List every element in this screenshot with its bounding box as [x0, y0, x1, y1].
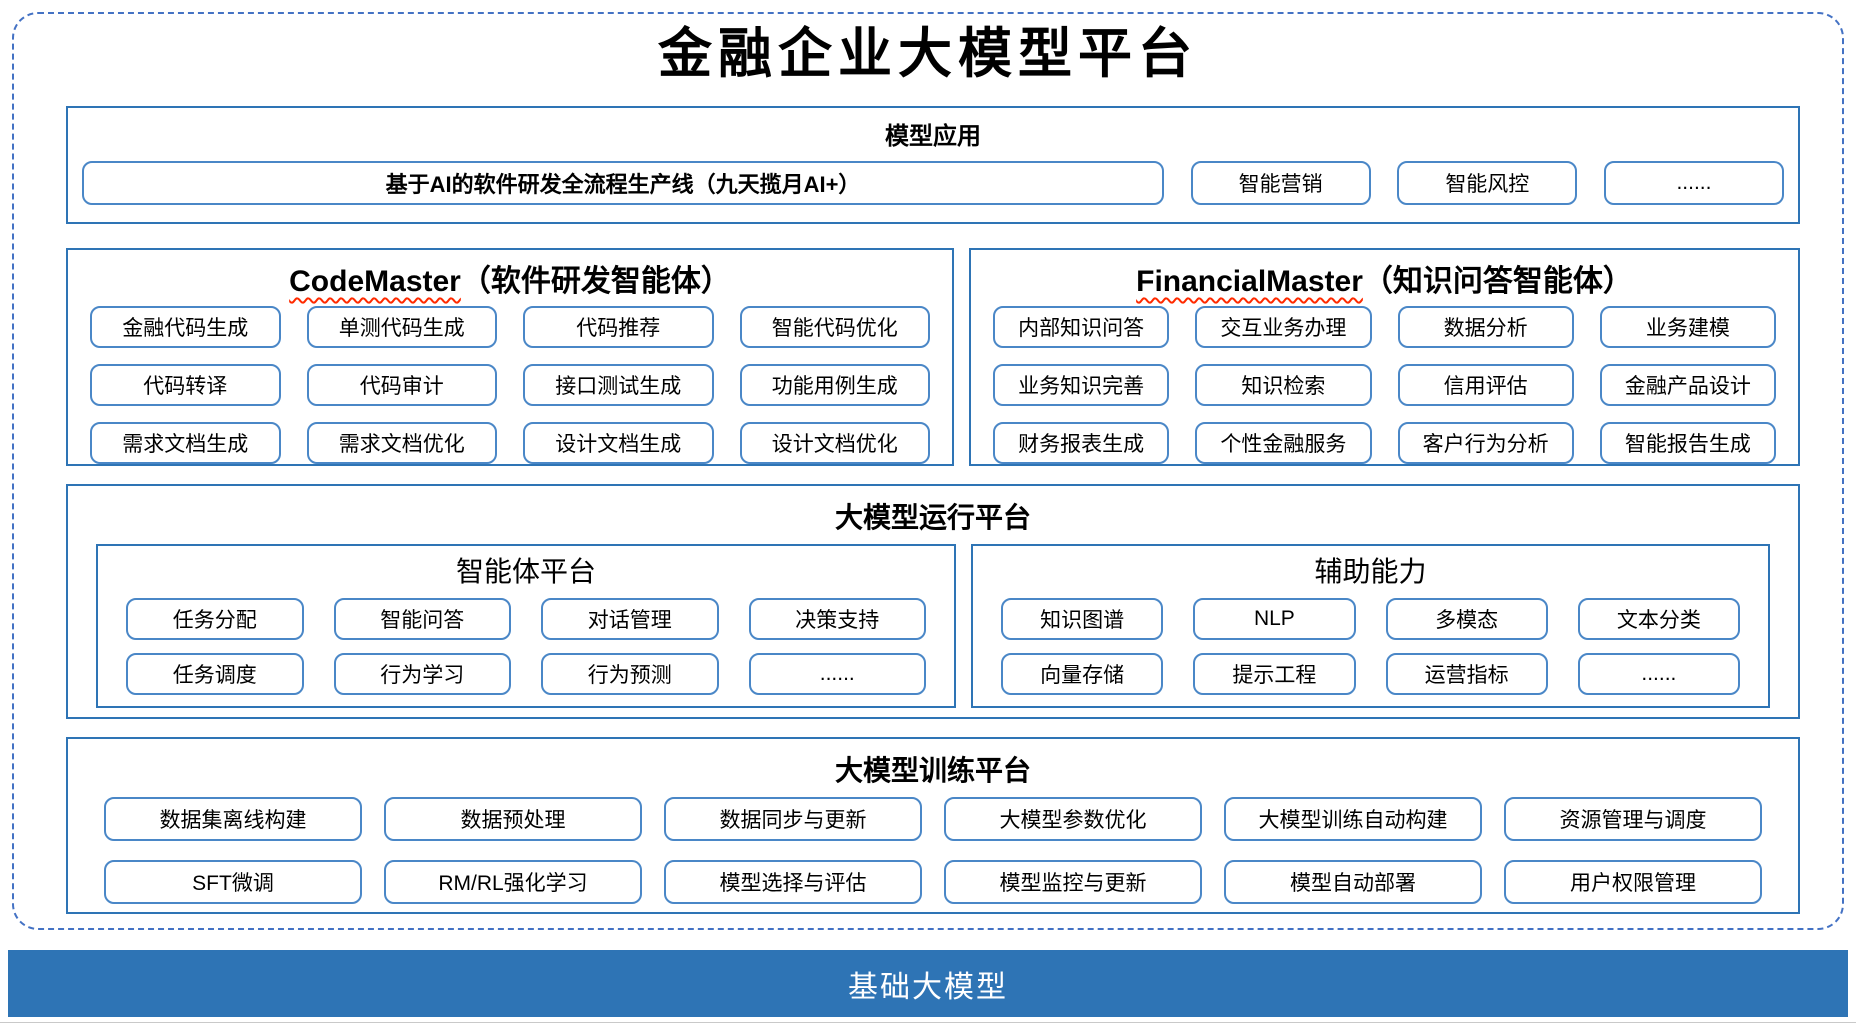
- codemaster-title: CodeMaster（软件研发智能体）: [68, 256, 952, 300]
- node-dialog-management: 对话管理: [541, 598, 719, 640]
- node-knowledge-retrieval: 知识检索: [1195, 364, 1372, 406]
- node-prompt-engineering: 提示工程: [1193, 653, 1356, 695]
- aux-ability-title: 辅助能力: [1314, 556, 1427, 587]
- node-data-preprocessing: 数据预处理: [384, 797, 642, 841]
- node-code-translation: 代码转译: [90, 364, 281, 406]
- node-design-doc-optimization: 设计文档优化: [739, 422, 930, 464]
- node-business-knowledge-improvement: 业务知识完善: [993, 364, 1170, 406]
- node-sft-finetune: SFT微调: [104, 860, 362, 904]
- node-requirement-doc-gen: 需求文档生成: [90, 422, 281, 464]
- agent-platform-box: 智能体平台 任务分配 智能问答 对话管理 决策支持 任务调度 行为学习 行为预测…: [96, 544, 956, 708]
- section-model-applications: 模型应用 基于AI的软件研发全流程生产线（九天揽月AI+） 智能营销 智能风控 …: [66, 106, 1800, 224]
- training-platform-title: 大模型训练平台: [834, 755, 1031, 786]
- model-applications-row: 基于AI的软件研发全流程生产线（九天揽月AI+） 智能营销 智能风控 .....…: [82, 161, 1784, 205]
- node-offline-dataset-build: 数据集离线构建: [104, 797, 362, 841]
- node-smart-risk-control: 智能风控: [1397, 161, 1578, 205]
- node-text-classification: 文本分类: [1577, 598, 1740, 640]
- node-smart-qa: 智能问答: [333, 598, 511, 640]
- node-smart-code-optimization: 智能代码优化: [739, 306, 930, 348]
- node-requirement-doc-optimization: 需求文档优化: [306, 422, 497, 464]
- section-codemaster: CodeMaster（软件研发智能体） 金融代码生成 单测代码生成 代码推荐 智…: [66, 248, 954, 466]
- agent-platform-grid: 任务分配 智能问答 对话管理 决策支持 任务调度 行为学习 行为预测 .....…: [98, 590, 954, 695]
- node-rm-rl-learning: RM/RL强化学习: [384, 860, 642, 904]
- section-model-applications-title: 模型应用: [885, 123, 981, 150]
- node-model-parameter-optimization: 大模型参数优化: [944, 797, 1202, 841]
- node-business-modeling: 业务建模: [1599, 306, 1776, 348]
- node-data-analysis: 数据分析: [1397, 306, 1574, 348]
- node-model-auto-deploy: 模型自动部署: [1224, 860, 1482, 904]
- financialmaster-title: FinancialMaster（知识问答智能体）: [971, 256, 1798, 300]
- node-data-sync-update: 数据同步与更新: [664, 797, 922, 841]
- node-api-test-gen: 接口测试生成: [523, 364, 714, 406]
- node-knowledge-graph: 知识图谱: [1001, 598, 1164, 640]
- financialmaster-title-zh: （知识问答智能体）: [1362, 265, 1633, 298]
- node-customer-behavior-analysis: 客户行为分析: [1397, 422, 1574, 464]
- node-vector-storage: 向量存储: [1001, 653, 1164, 695]
- codemaster-grid: 金融代码生成 单测代码生成 代码推荐 智能代码优化 代码转译 代码审计 接口测试…: [68, 300, 952, 464]
- base-model-label: 基础大模型: [848, 970, 1008, 1004]
- financialmaster-title-en: FinancialMaster: [1136, 265, 1363, 298]
- node-code-audit: 代码审计: [306, 364, 497, 406]
- base-model-bar: 基础大模型: [8, 950, 1848, 1017]
- node-agent-platform-more: ......: [748, 653, 926, 695]
- node-more-applications: ......: [1603, 161, 1784, 205]
- node-model-monitoring-update: 模型监控与更新: [944, 860, 1202, 904]
- node-behavior-prediction: 行为预测: [541, 653, 719, 695]
- node-user-permission-management: 用户权限管理: [1504, 860, 1762, 904]
- node-financial-product-design: 金融产品设计: [1599, 364, 1776, 406]
- aux-ability-grid: 知识图谱 NLP 多模态 文本分类 向量存储 提示工程 运营指标 ......: [973, 590, 1768, 695]
- node-behavior-learning: 行为学习: [333, 653, 511, 695]
- runtime-row: 智能体平台 任务分配 智能问答 对话管理 决策支持 任务调度 行为学习 行为预测…: [96, 544, 1770, 708]
- node-personal-finance-service: 个性金融服务: [1195, 422, 1372, 464]
- node-model-selection-evaluation: 模型选择与评估: [664, 860, 922, 904]
- section-training-platform: 大模型训练平台 数据集离线构建 数据预处理 数据同步与更新 大模型参数优化 大模…: [66, 737, 1800, 914]
- aux-ability-box: 辅助能力 知识图谱 NLP 多模态 文本分类 向量存储 提示工程 运营指标 ..…: [971, 544, 1770, 708]
- node-aux-more: ......: [1577, 653, 1740, 695]
- node-design-doc-gen: 设计文档生成: [523, 422, 714, 464]
- node-credit-evaluation: 信用评估: [1397, 364, 1574, 406]
- node-task-assignment: 任务分配: [126, 598, 304, 640]
- node-finance-code-gen: 金融代码生成: [90, 306, 281, 348]
- slide-bottom-edge: [0, 1022, 1856, 1023]
- node-unit-test-code-gen: 单测代码生成: [306, 306, 497, 348]
- financialmaster-grid: 内部知识问答 交互业务办理 数据分析 业务建模 业务知识完善 知识检索 信用评估…: [971, 300, 1798, 464]
- platform-dashed-frame: [12, 12, 1844, 930]
- node-operation-metrics: 运营指标: [1385, 653, 1548, 695]
- node-code-recommendation: 代码推荐: [523, 306, 714, 348]
- node-nlp: NLP: [1193, 598, 1356, 640]
- node-decision-support: 决策支持: [748, 598, 926, 640]
- page-title: 金融企业大模型平台: [658, 21, 1198, 85]
- node-internal-knowledge-qa: 内部知识问答: [993, 306, 1170, 348]
- training-grid: 数据集离线构建 数据预处理 数据同步与更新 大模型参数优化 大模型训练自动构建 …: [68, 789, 1798, 904]
- node-interactive-business-handling: 交互业务办理: [1195, 306, 1372, 348]
- node-financial-report-gen: 财务报表生成: [993, 422, 1170, 464]
- node-task-scheduling: 任务调度: [126, 653, 304, 695]
- node-ai-pipeline: 基于AI的软件研发全流程生产线（九天揽月AI+）: [82, 161, 1164, 205]
- codemaster-title-en: CodeMaster: [289, 265, 461, 298]
- node-multimodal: 多模态: [1385, 598, 1548, 640]
- node-resource-management-scheduling: 资源管理与调度: [1504, 797, 1762, 841]
- codemaster-title-zh: （软件研发智能体）: [460, 265, 731, 298]
- section-financialmaster: FinancialMaster（知识问答智能体） 内部知识问答 交互业务办理 数…: [969, 248, 1800, 466]
- node-function-case-gen: 功能用例生成: [739, 364, 930, 406]
- agent-platform-title: 智能体平台: [455, 556, 596, 587]
- node-training-auto-build: 大模型训练自动构建: [1224, 797, 1482, 841]
- runtime-platform-title: 大模型运行平台: [834, 502, 1031, 533]
- section-runtime-platform: 大模型运行平台 智能体平台 任务分配 智能问答 对话管理 决策支持 任务调度 行…: [66, 484, 1800, 719]
- node-smart-report-gen: 智能报告生成: [1599, 422, 1776, 464]
- node-smart-marketing: 智能营销: [1190, 161, 1371, 205]
